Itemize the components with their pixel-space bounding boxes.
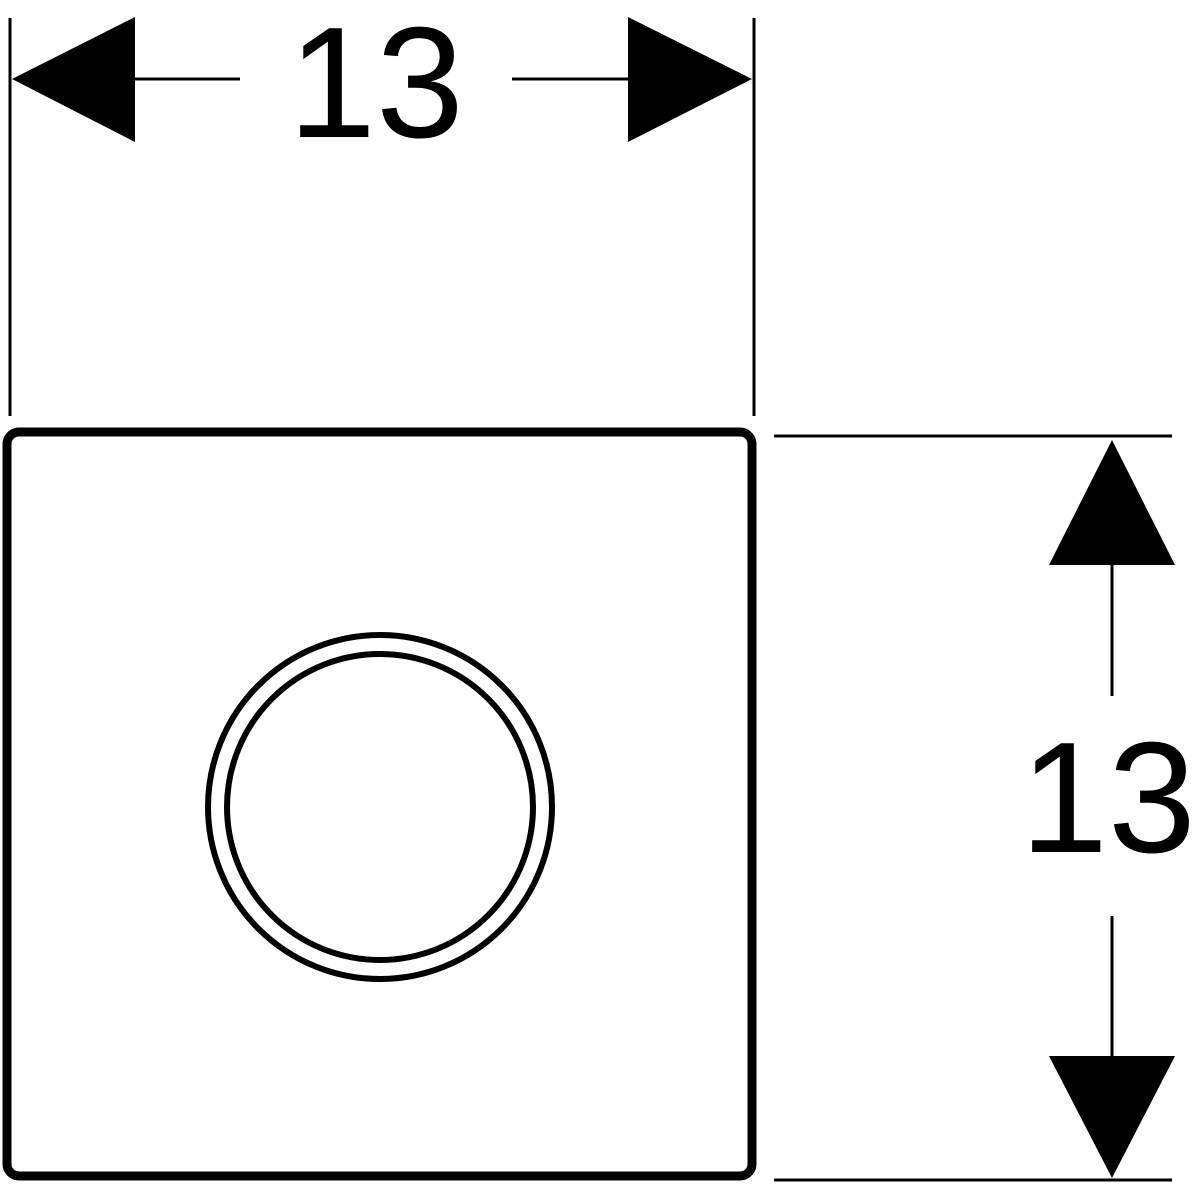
height-arrow-up-icon	[1049, 440, 1175, 565]
button-outer-ring	[205, 632, 555, 982]
height-dimension-label: 13	[1020, 710, 1196, 886]
width-arrow-right-icon	[628, 17, 752, 142]
width-arrow-left-icon	[12, 17, 135, 142]
width-dimension-label: 13	[288, 0, 464, 171]
height-arrow-down-icon	[1049, 1056, 1175, 1178]
button-inner-ring	[224, 651, 536, 963]
plate-outline	[2, 427, 757, 1181]
